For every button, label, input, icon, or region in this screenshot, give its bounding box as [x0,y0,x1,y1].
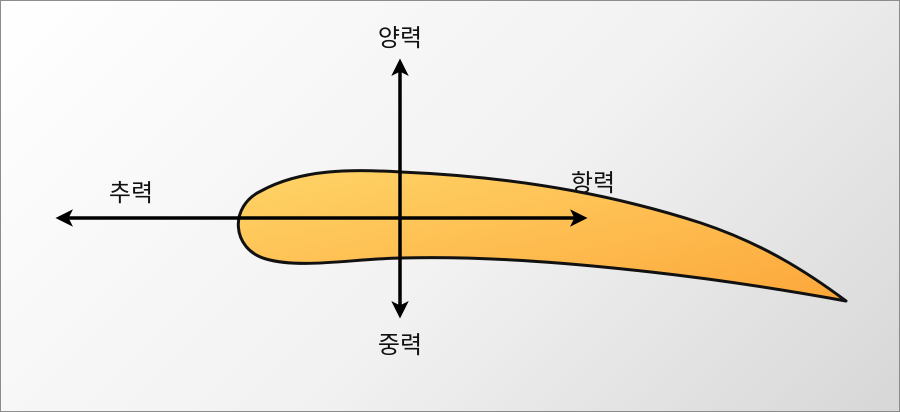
weight-label: 중력 [378,331,422,359]
lift-label: 양력 [378,24,422,52]
airfoil-shape [236,169,848,303]
drag-label: 항력 [571,169,615,197]
thrust-label: 추력 [109,179,153,207]
